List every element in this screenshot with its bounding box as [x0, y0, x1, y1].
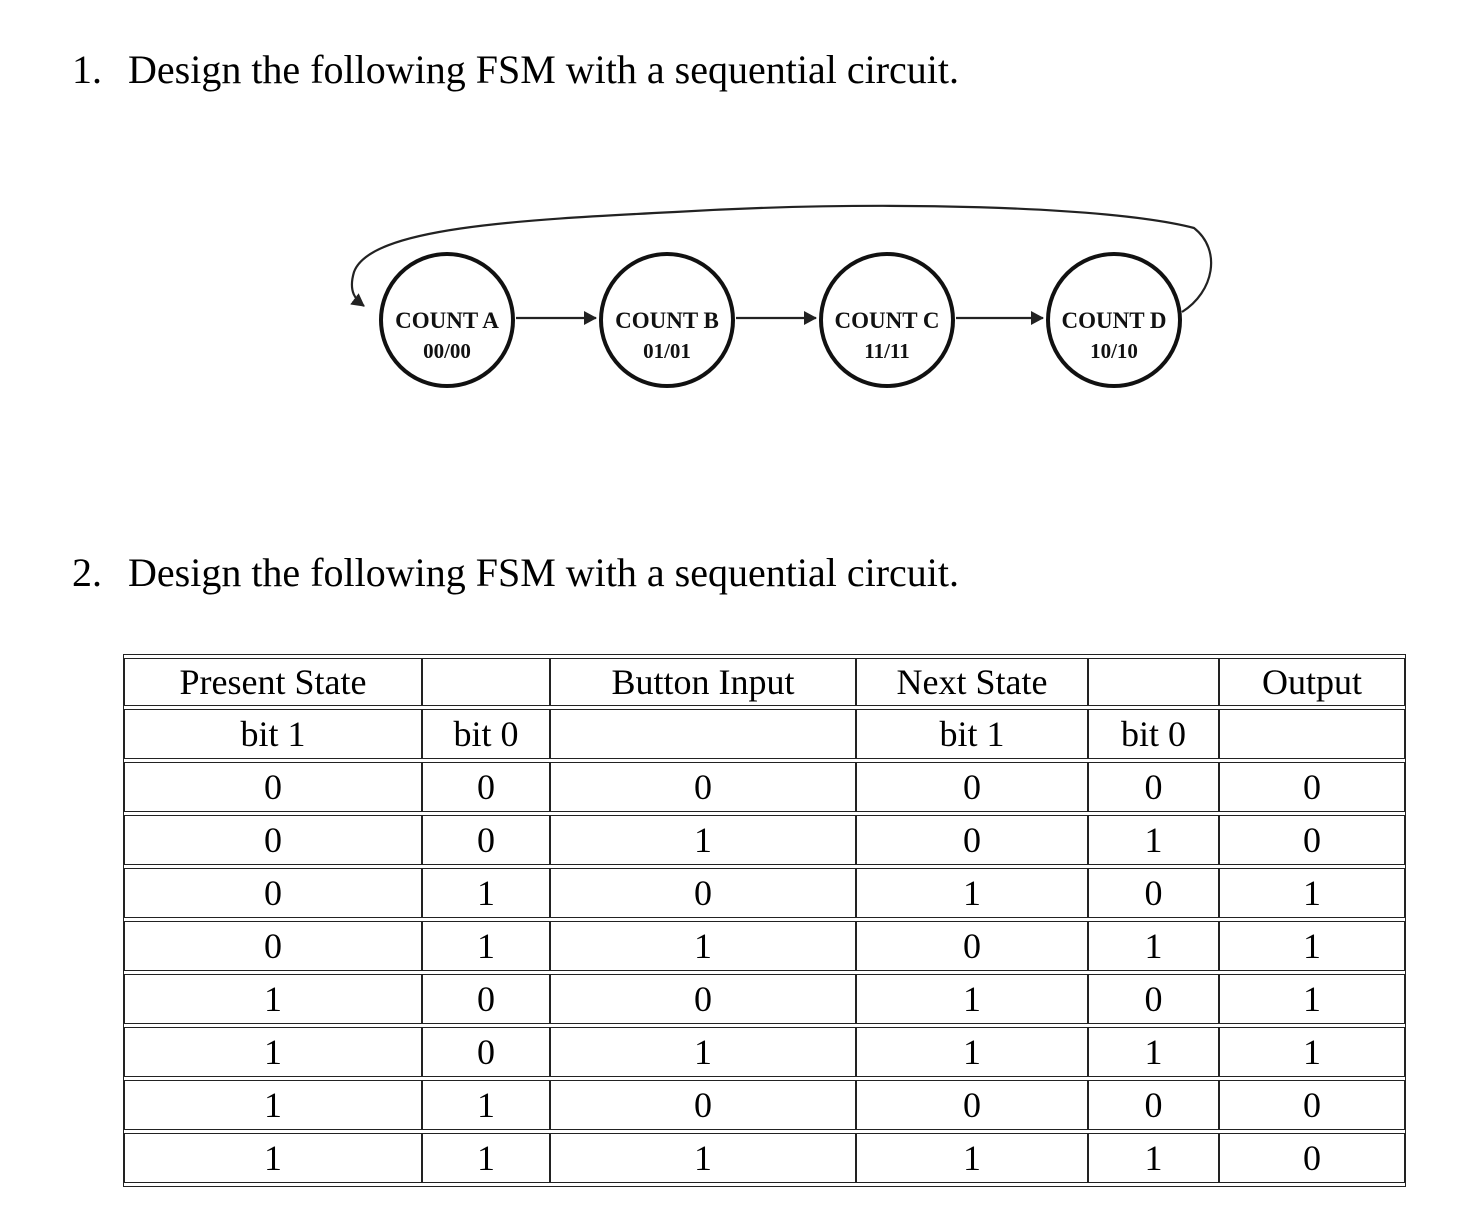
fsm-state-count-d: COUNT D 10/10 — [1046, 252, 1182, 388]
state-circle — [379, 252, 515, 388]
table-cell: 1 — [1088, 1133, 1219, 1183]
fsm-state-count-b: COUNT B 01/01 — [599, 252, 735, 388]
table-cell: 0 — [1219, 1080, 1405, 1130]
table-cell: 1 — [550, 921, 856, 971]
table-cell: 0 — [124, 921, 422, 971]
truth-table: Present State Button Input Next State Ou… — [123, 654, 1406, 1187]
header-cell-bit1: bit 1 — [856, 709, 1088, 759]
state-circle — [599, 252, 735, 388]
fsm-state-count-a: COUNT A 00/00 — [379, 252, 515, 388]
table-cell: 0 — [124, 762, 422, 812]
header-cell — [550, 709, 856, 759]
problem-2-text: Design the following FSM with a sequenti… — [128, 550, 959, 595]
table-cell: 1 — [124, 1080, 422, 1130]
state-name: COUNT D — [1061, 308, 1166, 333]
header-cell-present-state: Present State — [124, 658, 422, 706]
state-code: 00/00 — [423, 339, 471, 363]
state-name: COUNT A — [395, 308, 499, 333]
table-cell: 0 — [124, 815, 422, 865]
transition-d-to-a — [350, 204, 1213, 313]
table-cell: 0 — [856, 921, 1088, 971]
table-cell: 1 — [856, 1027, 1088, 1077]
table-cell: 1 — [124, 1027, 422, 1077]
header-cell-next-state: Next State — [856, 658, 1088, 706]
table-header-row-2: bit 1 bit 0 bit 1 bit 0 — [124, 709, 1405, 759]
table-cell: 1 — [1088, 815, 1219, 865]
table-cell: 1 — [124, 1133, 422, 1183]
table-cell: 0 — [1219, 762, 1405, 812]
problem-1-heading: 1. Design the following FSM with a seque… — [72, 46, 959, 94]
table-cell: 1 — [550, 1027, 856, 1077]
table-cell: 1 — [422, 1133, 550, 1183]
table-cell: 0 — [1088, 1080, 1219, 1130]
state-code: 11/11 — [864, 339, 910, 363]
table-cell: 0 — [856, 815, 1088, 865]
table-cell: 1 — [1088, 1027, 1219, 1077]
table-cell: 0 — [550, 1080, 856, 1130]
table-cell: 0 — [1219, 1133, 1405, 1183]
header-cell — [1088, 658, 1219, 706]
header-cell-bit0: bit 0 — [1088, 709, 1219, 759]
table-cell: 0 — [422, 974, 550, 1024]
table-cell: 0 — [550, 868, 856, 918]
state-code: 01/01 — [643, 339, 691, 363]
table-cell: 0 — [422, 762, 550, 812]
table-cell: 0 — [1088, 868, 1219, 918]
state-name: COUNT B — [615, 308, 719, 333]
table-cell: 0 — [1088, 974, 1219, 1024]
problem-1-text: Design the following FSM with a sequenti… — [128, 47, 959, 92]
table-cell: 1 — [1219, 1027, 1405, 1077]
table-cell: 0 — [124, 868, 422, 918]
state-code: 10/10 — [1090, 339, 1138, 363]
table-cell: 0 — [422, 1027, 550, 1077]
header-cell-button-input: Button Input — [550, 658, 856, 706]
problem-2-number: 2. — [72, 550, 102, 595]
problem-1-number: 1. — [72, 47, 102, 92]
table-cell: 0 — [856, 1080, 1088, 1130]
table-cell: 1 — [1219, 974, 1405, 1024]
table-cell: 0 — [550, 974, 856, 1024]
table-cell: 1 — [856, 868, 1088, 918]
state-circle — [1046, 252, 1182, 388]
header-cell — [1219, 709, 1405, 759]
problem-2-heading: 2. Design the following FSM with a seque… — [72, 549, 959, 597]
table-cell: 0 — [422, 815, 550, 865]
table-cell: 1 — [856, 1133, 1088, 1183]
table-cell: 0 — [1088, 762, 1219, 812]
table-header-row-1: Present State Button Input Next State Ou… — [124, 658, 1405, 706]
table-cell: 1 — [422, 921, 550, 971]
table-cell: 1 — [856, 974, 1088, 1024]
table-cell: 1 — [1088, 921, 1219, 971]
table-cell: 1 — [422, 868, 550, 918]
table-cell: 0 — [1219, 815, 1405, 865]
table-cell: 1 — [550, 1133, 856, 1183]
fsm-state-diagram: COUNT A 00/00 COUNT B 01/01 COUNT C 11/1… — [350, 204, 1213, 388]
fsm-state-count-c: COUNT C 11/11 — [819, 252, 955, 388]
state-name: COUNT C — [834, 308, 939, 333]
header-cell-output: Output — [1219, 658, 1405, 706]
table-cell: 1 — [550, 815, 856, 865]
table-cell: 0 — [550, 762, 856, 812]
table-cell: 1 — [1219, 868, 1405, 918]
table-cell: 0 — [856, 762, 1088, 812]
table-cell: 1 — [1219, 921, 1405, 971]
header-cell-bit0: bit 0 — [422, 709, 550, 759]
state-circle — [819, 252, 955, 388]
header-cell-bit1: bit 1 — [124, 709, 422, 759]
table-cell: 1 — [124, 974, 422, 1024]
header-cell — [422, 658, 550, 706]
table-cell: 1 — [422, 1080, 550, 1130]
